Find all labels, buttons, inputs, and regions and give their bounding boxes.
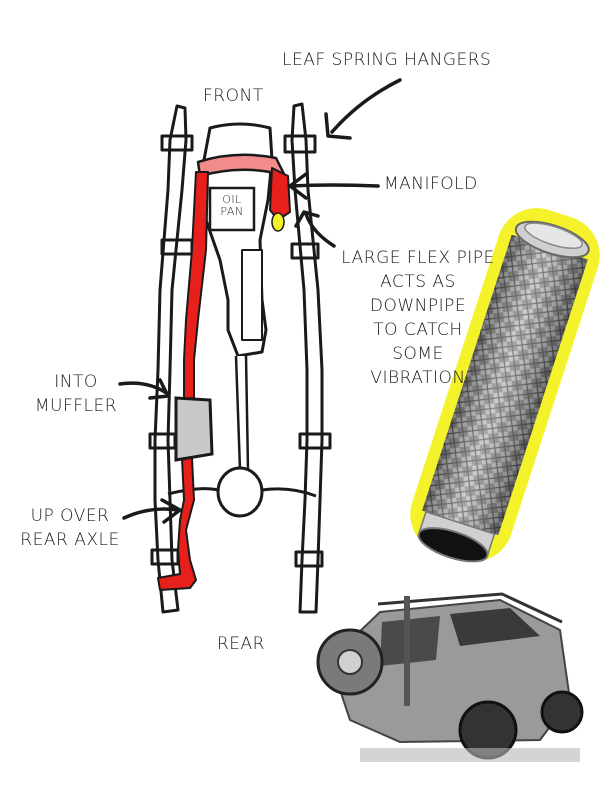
muffler <box>174 396 214 462</box>
truck-photo <box>316 592 584 762</box>
truck-side-window <box>450 608 540 646</box>
flex-pipe-shading <box>422 234 588 536</box>
callout-arrows <box>118 78 402 524</box>
right-rear-hanger <box>298 432 332 450</box>
label-into-muffler: INTO MUFFLER <box>34 372 118 416</box>
right-frame-rail <box>290 102 324 614</box>
flex-pipe-photo <box>410 208 600 563</box>
transmission <box>241 249 263 341</box>
right-end-hanger <box>294 550 324 568</box>
left-frame-rail <box>153 104 188 614</box>
arrow-up-over-rear-axle <box>122 498 182 524</box>
flex-joint-highlight <box>271 212 285 232</box>
exhaust-system <box>157 153 291 591</box>
label-front: FRONT <box>203 86 264 106</box>
arrow-into-muffler <box>118 378 170 400</box>
flex-pipe-bottom-opening <box>417 527 489 563</box>
arrow-flex-pipe <box>294 210 336 248</box>
truck-ground-shadow <box>360 748 580 762</box>
right-front-hanger <box>283 134 317 154</box>
label-manifold: MANIFOLD <box>384 174 478 194</box>
label-leaf-spring-hangers: LEAF SPRING HANGERS <box>282 50 492 70</box>
truck-front-wheel <box>540 690 584 734</box>
right-mid-hanger <box>290 242 320 260</box>
label-rear: REAR <box>217 634 265 654</box>
rear-differential <box>216 466 264 518</box>
left-end-hanger <box>150 548 180 566</box>
driveshaft <box>234 355 250 472</box>
label-oil-pan: OIL PAN <box>220 193 244 218</box>
label-up-over-rear-axle: UP OVER REAR AXLE <box>20 506 120 550</box>
arrow-leaf-spring-hangers <box>324 78 402 140</box>
manifold-red-section <box>269 167 291 221</box>
arrow-manifold <box>288 172 380 200</box>
oil-pan <box>208 186 256 232</box>
exhaust-downpipe <box>183 171 209 403</box>
engine-block <box>167 122 317 518</box>
tailpipe <box>157 457 197 591</box>
truck-antenna-pole <box>404 596 410 706</box>
label-flex-pipe: LARGE FLEX PIPE ACTS AS DOWNPIPE TO CATC… <box>341 248 495 388</box>
left-front-hanger <box>160 134 194 152</box>
rear-axle <box>167 487 317 498</box>
truck-roof-rack <box>377 592 563 624</box>
truck-spare-hub <box>337 649 363 675</box>
flex-pipe-top-opening <box>524 222 583 250</box>
